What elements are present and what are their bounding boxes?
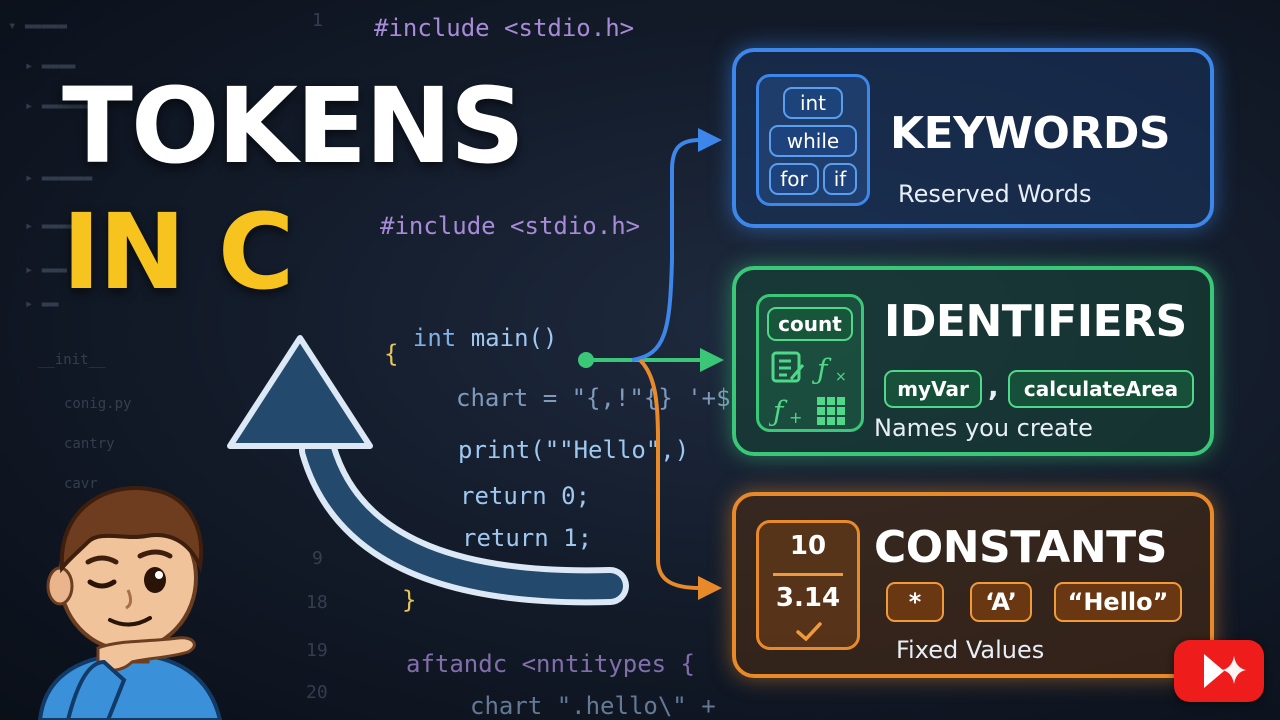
constant-example-char: ‘A’ (970, 582, 1032, 622)
code-close-brace: } (402, 586, 417, 614)
keyword-chip-if: if (823, 163, 857, 195)
keywords-subtitle: Reserved Words (898, 180, 1092, 208)
constants-title: CONSTANTS (874, 522, 1167, 573)
line-number: 9 (312, 548, 323, 569)
youtube-logo-icon (1174, 640, 1264, 702)
code-open-brace: { (384, 340, 399, 368)
fraction-denominator: 3.14 (775, 583, 841, 613)
identifier-chip-count: count (767, 307, 853, 341)
arrow-to-identifiers-icon (700, 348, 724, 372)
arrow-to-keywords-icon (698, 128, 722, 152)
code-include-top: #include <stdio.h> (374, 14, 635, 42)
identifiers-subtitle: Names you create (874, 414, 1093, 442)
code-include-mid: #include <stdio.h> (380, 212, 641, 240)
code-main-line: int main() (384, 296, 558, 352)
sparkle-icon (1204, 654, 1246, 688)
file-tree-item: __init__ (38, 352, 106, 368)
fraction-numerator: 10 (789, 531, 827, 561)
constants-subtitle: Fixed Values (896, 636, 1045, 664)
file-tree-item: conig.py (64, 396, 132, 412)
checkmark-icon (796, 622, 822, 642)
constants-card: 10 3.14 CONSTANTS * ‘A’ “Hello” Fixed Va… (732, 492, 1214, 678)
line-number: 20 (306, 682, 328, 703)
background-file-tree: ▾ ▬▬▬▬▬ ▸ ▬▬▬▬ ▸ ▬▬▬▬▬▬ ▸ ▬▬▬▬▬▬ ▸ ▬▬▬▬ … (8, 18, 132, 492)
mascot-character (37, 486, 223, 720)
line-number: 18 (306, 592, 328, 613)
identifiers-card: count ƒ × ƒ + IDENTIFIERS myVar , calcul… (732, 266, 1214, 456)
identifiers-title: IDENTIFIERS (884, 296, 1187, 347)
identifier-example-calculatearea: calculateArea (1008, 370, 1194, 408)
title-line-tokens: TOKENS (62, 65, 525, 187)
keywords-icon-box: int while for if (756, 74, 870, 206)
svg-text:ƒ: ƒ (769, 395, 788, 428)
identifier-separator: , (988, 370, 999, 403)
line-number: 19 (306, 640, 328, 661)
function-icon: ƒ (811, 353, 832, 386)
title-line-in-c: IN C (62, 191, 294, 313)
table-icon (817, 397, 845, 425)
keywords-card: int while for if KEYWORDS Reserved Words (732, 48, 1214, 228)
keyword-chip-while: while (769, 125, 857, 157)
big-arrow-head-icon (227, 335, 373, 449)
file-tree-item: cantry (64, 436, 115, 452)
svg-text:×: × (835, 369, 847, 385)
constant-example-string: “Hello” (1054, 582, 1182, 622)
file-tree-item: cavr (64, 476, 98, 492)
svg-text:+: + (789, 408, 802, 427)
line-number: 1 (312, 10, 323, 31)
keyword-chip-int: int (783, 87, 843, 119)
constants-icon-box: 10 3.14 (756, 520, 860, 650)
keyword-chip-for: for (769, 163, 819, 195)
edit-icon (771, 351, 805, 383)
code-main-function: main() (470, 324, 558, 352)
code-return-1: return 1; (462, 524, 593, 552)
code-return-0: return 0; (460, 482, 591, 510)
identifier-example-myvar: myVar (884, 370, 982, 408)
constant-example-operator: * (886, 582, 944, 622)
arrow-to-constants-icon (698, 576, 722, 600)
code-int-keyword: int (412, 324, 457, 352)
keywords-title: KEYWORDS (890, 108, 1171, 159)
fraction-bar (773, 573, 843, 576)
code-bottom-line-1: aftandc <nntitypes { (406, 650, 695, 678)
code-bottom-line-2: chart ".hello\" + (470, 692, 716, 720)
identifier-symbols-icon: ƒ × ƒ + (769, 351, 847, 428)
code-print-line: print(""Hello",) (458, 436, 690, 464)
identifiers-icon-box: count ƒ × ƒ + (756, 294, 864, 432)
